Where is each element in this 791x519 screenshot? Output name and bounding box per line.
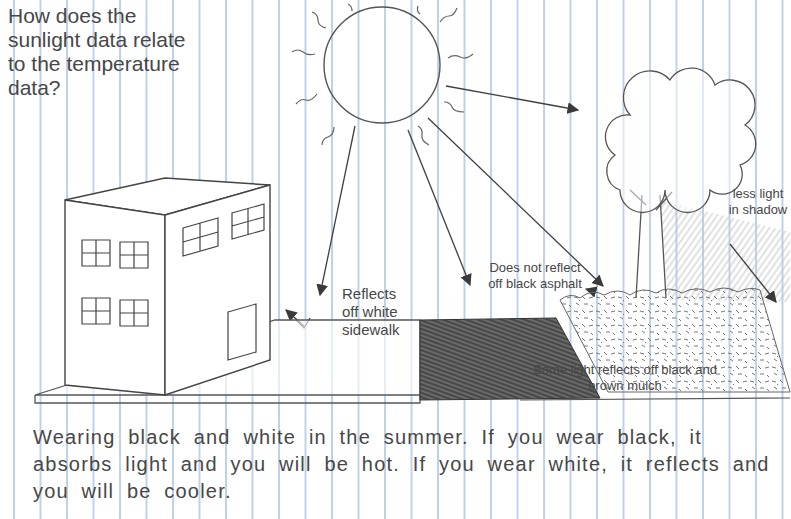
- light-arrow: [446, 86, 578, 110]
- building-side: [165, 185, 270, 395]
- window: [82, 298, 110, 324]
- window: [82, 240, 110, 266]
- light-arrow: [408, 130, 470, 285]
- sun-ray: [348, 4, 352, 11]
- light-arrow: [320, 126, 355, 295]
- sun-ray: [444, 102, 464, 112]
- reflect-arrow: [586, 289, 596, 292]
- window: [120, 300, 148, 326]
- shadow-arrow: [730, 244, 776, 302]
- sun-ray: [418, 126, 429, 145]
- door: [228, 304, 256, 360]
- sun-ray: [312, 12, 326, 28]
- sun-circle: [324, 7, 440, 123]
- title: How does the sunlight data relate to the…: [8, 4, 208, 100]
- window: [183, 218, 218, 256]
- summary-note: Wearing black and white in the summer. I…: [33, 424, 778, 505]
- building-front: [65, 200, 165, 395]
- asphalt: [420, 318, 600, 400]
- shadow-note: less light in shadow: [726, 186, 790, 217]
- sun-ray: [448, 54, 473, 58]
- sun-ray: [292, 50, 315, 55]
- sun-ray: [417, 6, 420, 14]
- sidewalk-edge: [35, 395, 420, 403]
- sun-ray: [440, 8, 457, 22]
- ground-line: [520, 398, 790, 400]
- sun-ray: [322, 127, 334, 145]
- window: [120, 242, 148, 268]
- asphalt-note: Does not reflect off black asphalt: [486, 260, 584, 291]
- window: [232, 204, 264, 239]
- mulch-note: Some light reflects off black and brown …: [528, 362, 722, 393]
- sun-ray: [296, 94, 317, 104]
- sidewalk-note: Reflects off white sidewalk: [342, 285, 406, 339]
